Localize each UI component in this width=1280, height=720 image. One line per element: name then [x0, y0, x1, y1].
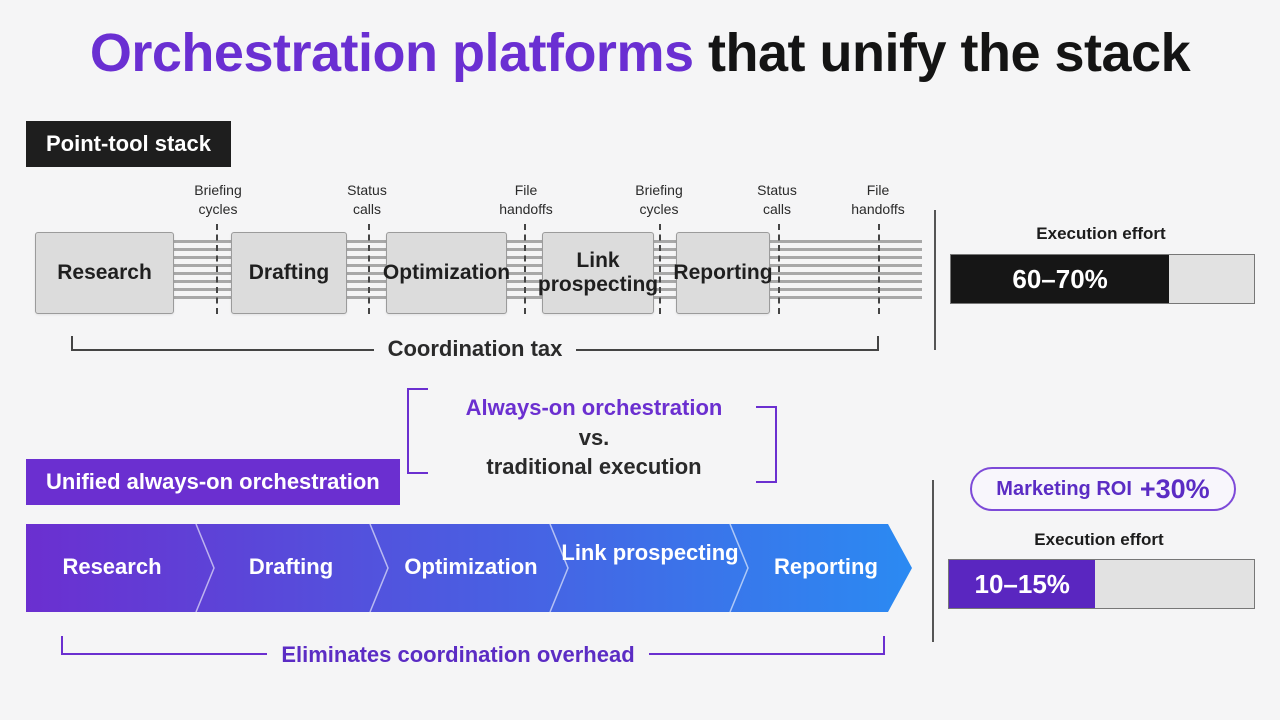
top-effort-fill: 60–70% [951, 255, 1170, 303]
friction-stripes [652, 240, 676, 302]
top-effort-caption: Execution effort [1036, 224, 1166, 243]
point-tool-stack-label: Point-tool stack [26, 121, 232, 167]
bottom-stage-optimization: Optimization [404, 554, 538, 579]
top-stage-drafting: Drafting [231, 232, 347, 314]
bottom-effort-meter: 10–15% [948, 559, 1255, 609]
unified-flow-band [26, 524, 912, 612]
friction-divider [878, 224, 880, 314]
marketing-roi-badge: Marketing ROI +30% [970, 467, 1236, 511]
friction-stripes [345, 240, 386, 302]
friction-divider [659, 224, 661, 314]
bottom-effort-value: 10–15% [974, 568, 1070, 599]
friction-divider [778, 224, 780, 314]
roi-value: +30% [1139, 473, 1210, 504]
bottom-effort-fill: 10–15% [949, 560, 1096, 608]
callout-line-vs: vs. [578, 425, 610, 450]
bottom-stage-link-prospecting: Link prospecting [561, 540, 739, 565]
friction-stripes [172, 240, 231, 302]
top-effort-value: 60–70% [1012, 263, 1108, 294]
friction-stripes [505, 240, 542, 302]
top-stage-research: Research [35, 232, 174, 314]
friction-divider [524, 224, 526, 314]
top-stage-optimization: Optimization [383, 232, 510, 314]
bottom-stage-reporting: Reporting [774, 554, 878, 579]
friction-divider [368, 224, 370, 314]
page-title: Orchestration platforms that unify the s… [0, 22, 1280, 84]
unified-orchestration-label: Unified always-on orchestration [26, 459, 400, 505]
title-rest: that unify the stack [708, 23, 1191, 83]
top-effort-meter: 60–70% [950, 254, 1255, 304]
roi-label: Marketing ROI [996, 477, 1132, 500]
friction-divider [216, 224, 218, 314]
bottom-divider [932, 480, 934, 642]
callout-line-traditional: traditional execution [486, 454, 702, 479]
top-stage-link-prospecting: Link prospecting [538, 232, 658, 314]
coordination-tax-label: Coordination tax [373, 336, 577, 361]
friction-stripes [768, 240, 922, 302]
callout-line-orchestration: Always-on orchestration [465, 395, 723, 420]
callout-brackets [407, 388, 777, 483]
top-stage-reporting: Reporting [673, 232, 773, 314]
eliminates-overhead-label: Eliminates coordination overhead [267, 642, 649, 667]
top-divider [934, 210, 936, 350]
bottom-stage-drafting: Drafting [248, 554, 334, 579]
bottom-stage-research: Research [62, 554, 162, 579]
bottom-effort-caption: Execution effort [1034, 530, 1164, 549]
title-highlight: Orchestration platforms [89, 23, 694, 83]
